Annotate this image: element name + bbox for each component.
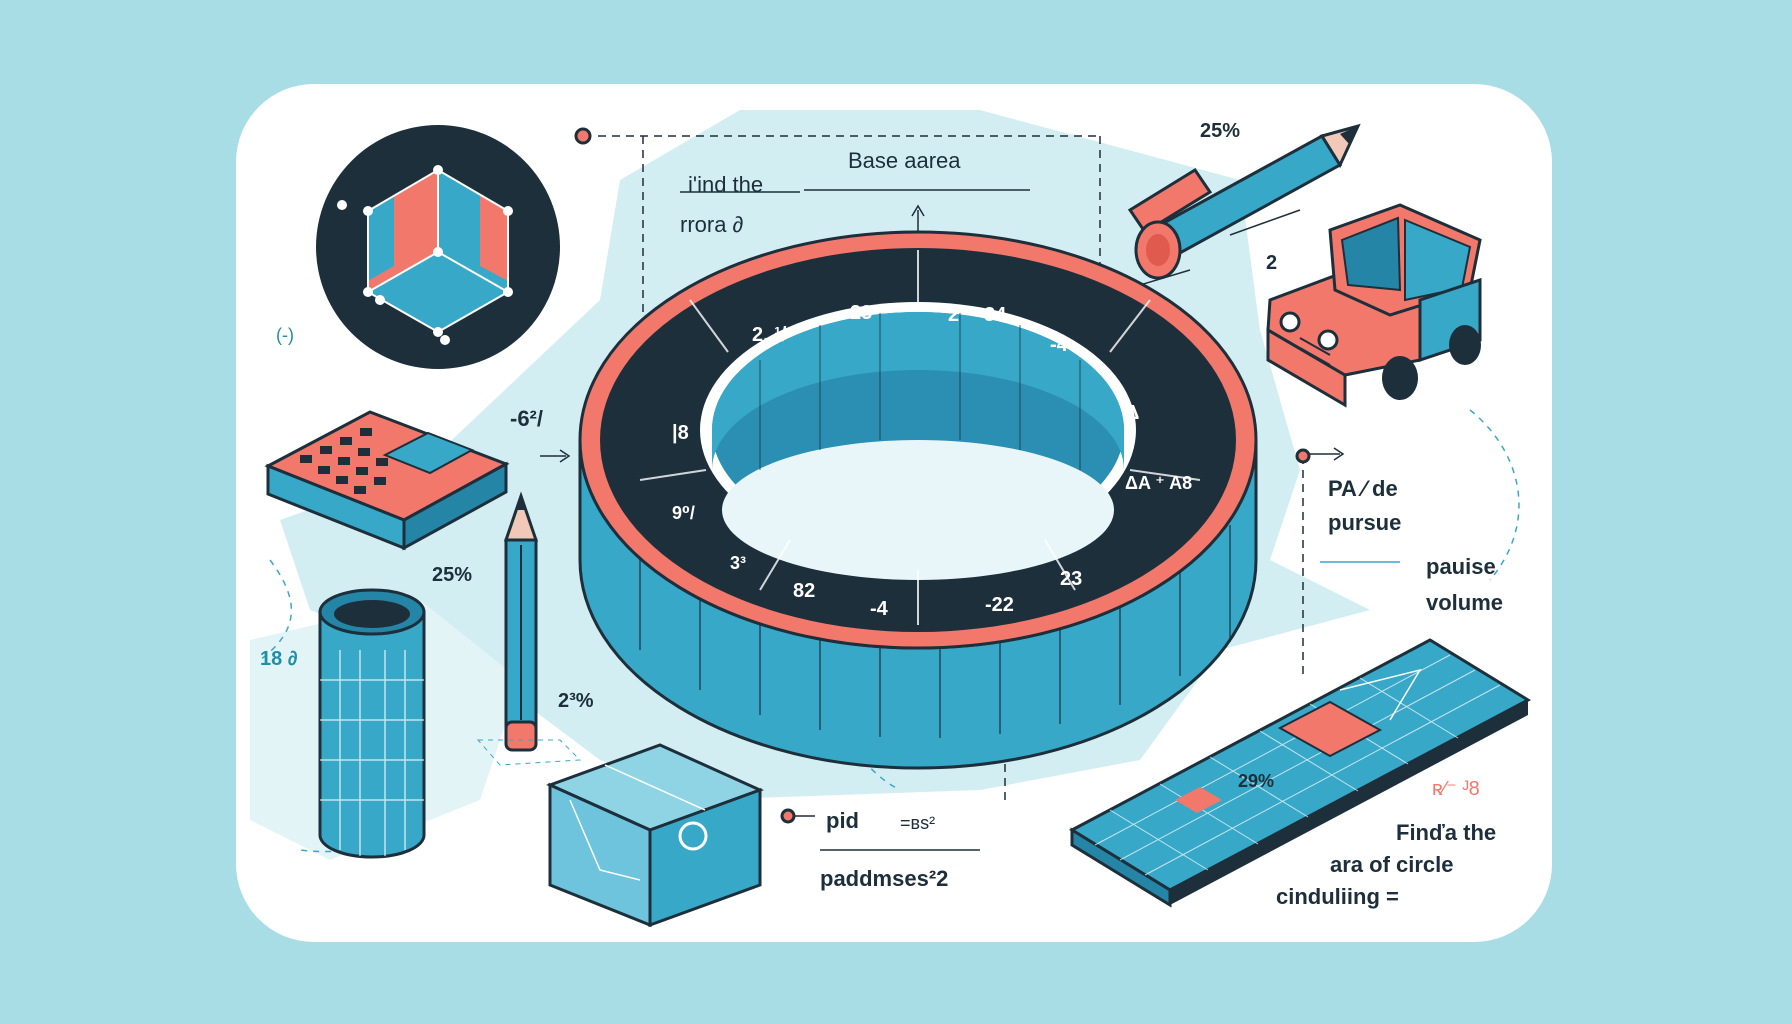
box-figure <box>546 743 764 928</box>
label-2-right: 2 <box>1266 252 1278 274</box>
ring-label-13: 3³ <box>730 553 747 573</box>
label-tablet-pct: 29% <box>1238 771 1275 791</box>
ring-label-7: 82 <box>793 580 816 602</box>
label-volume: volume <box>1426 590 1504 615</box>
ring-label-1: 23 <box>850 302 873 324</box>
ring-floor <box>722 440 1114 580</box>
grid-tablet-figure <box>1068 638 1532 908</box>
label-pid-equation: =ʙs² <box>900 813 936 833</box>
label-cinduiling: cinduliing = <box>1276 884 1399 909</box>
label-pid: pid <box>826 808 859 833</box>
pencil-roll-figure <box>1127 123 1361 280</box>
label-pa-de: PA ⁄ de <box>1328 476 1398 501</box>
label-pct-top: 25% <box>1200 120 1241 142</box>
label-ara-of-circle: ara of circle <box>1330 852 1454 877</box>
calculator-figure <box>264 410 510 551</box>
hexagon-net-figure <box>316 125 560 369</box>
label-2-pct: 2³% <box>558 690 594 712</box>
guide-lines <box>259 135 1520 853</box>
car-figure <box>1266 203 1482 408</box>
ring-label-4: -4 <box>1050 334 1068 356</box>
ring-label-12: |8 <box>672 422 689 444</box>
label-pursue: pursue <box>1328 510 1402 535</box>
ring-label-5: Δ <box>1125 402 1140 424</box>
ring-label-9: -22 <box>985 594 1014 616</box>
ring-label-6: ΔA ⁺ A8 <box>1125 473 1193 493</box>
label-pauise: pauise <box>1426 554 1496 579</box>
label-18: 18 ∂ <box>260 648 298 670</box>
label-minus-sign: (-) <box>276 325 294 345</box>
ring-label-11: 9⁰/ <box>672 503 695 523</box>
tube-figure <box>318 588 426 859</box>
ring-label-10: 23 <box>1060 568 1083 590</box>
ring-label-2: 2 ⁰⁺34. <box>948 304 1012 326</box>
label-neg-62: -6²/ <box>510 406 543 431</box>
label-paddmses: paddmses²2 <box>820 866 949 891</box>
label-find-the: i'ind the <box>688 172 764 197</box>
label-pct-left: 25% <box>432 564 473 586</box>
ring-inner-wall <box>712 312 1124 470</box>
label-rrora: rrora ∂ <box>680 212 744 237</box>
cylinder-ring <box>578 230 1258 770</box>
label-bracket: ʀ⁄⁻ ᴶ8 <box>1432 778 1480 800</box>
ring-label-8: -4 <box>870 598 888 620</box>
pencil-figure <box>476 491 582 766</box>
label-base-area: Base aarea <box>848 148 961 173</box>
ring-label-3: 2. ¹/ <box>752 324 787 346</box>
label-finda-the: Finďa the <box>1396 820 1497 845</box>
